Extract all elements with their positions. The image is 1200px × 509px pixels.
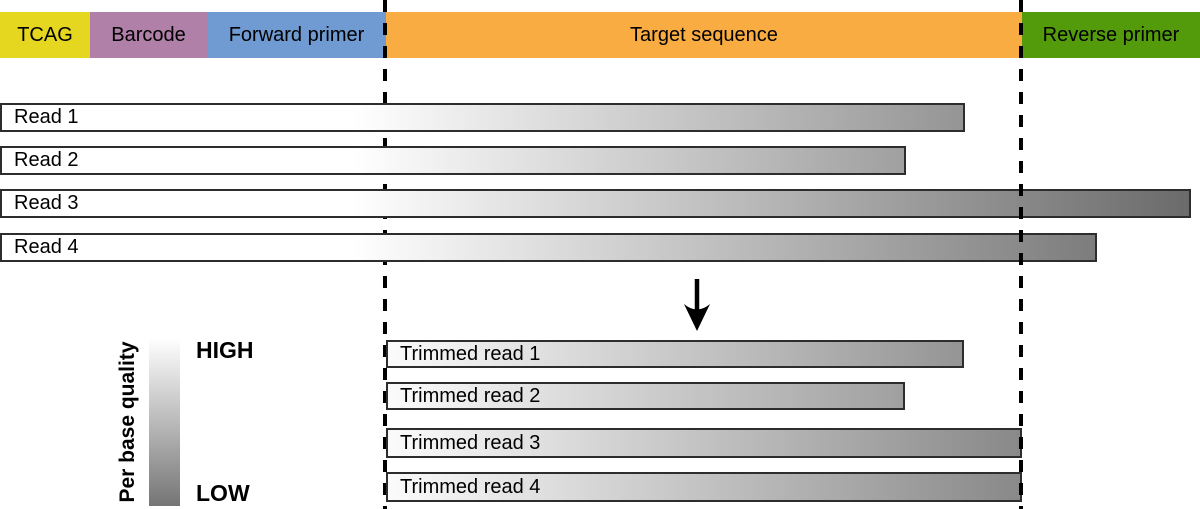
header-segment-label: Reverse primer [1042,23,1180,46]
read-label: Read 4 [14,236,79,258]
legend-high-label: HIGH [196,337,254,363]
down-arrow-icon [684,279,710,331]
legend-title: Per base quality [116,341,139,503]
header-segment-forward-primer: Forward primer [207,12,386,58]
read-label: Read 1 [14,106,79,128]
header-segment-barcode: Barcode [90,12,207,58]
read-bar-1: Read 1 [0,103,965,132]
header-segment-tcag: TCAG [0,12,90,58]
read-label: Read 3 [14,192,79,214]
trimmed-read-bar-3: Trimmed read 3 [386,428,1022,458]
header-segment-target-sequence: Target sequence [386,12,1022,58]
header-segment-label: Target sequence [630,23,778,46]
legend-low-label: LOW [196,480,250,506]
header-segment-reverse-primer: Reverse primer [1022,12,1200,58]
trimmed-read-label: Trimmed read 3 [400,431,541,454]
trimmed-read-label: Trimmed read 2 [400,384,541,407]
header-segment-label: Forward primer [228,23,365,46]
quality-gradient-scale [149,338,180,506]
header-segment-label: Barcode [111,23,186,46]
trimmed-read-label: Trimmed read 1 [400,342,541,365]
header-segment-label: TCAG [17,23,73,46]
trimmed-read-bar-4: Trimmed read 4 [386,472,1022,502]
read-bar-3: Read 3 [0,189,1191,218]
target-end-guide-line [1019,0,1023,509]
trimmed-read-bar-2: Trimmed read 2 [386,382,905,410]
read-bar-2: Read 2 [0,146,906,175]
trimmed-read-bar-1: Trimmed read 1 [386,340,964,368]
read-bar-4: Read 4 [0,233,1097,262]
read-label: Read 2 [14,149,79,171]
trimmed-read-label: Trimmed read 4 [400,475,541,498]
